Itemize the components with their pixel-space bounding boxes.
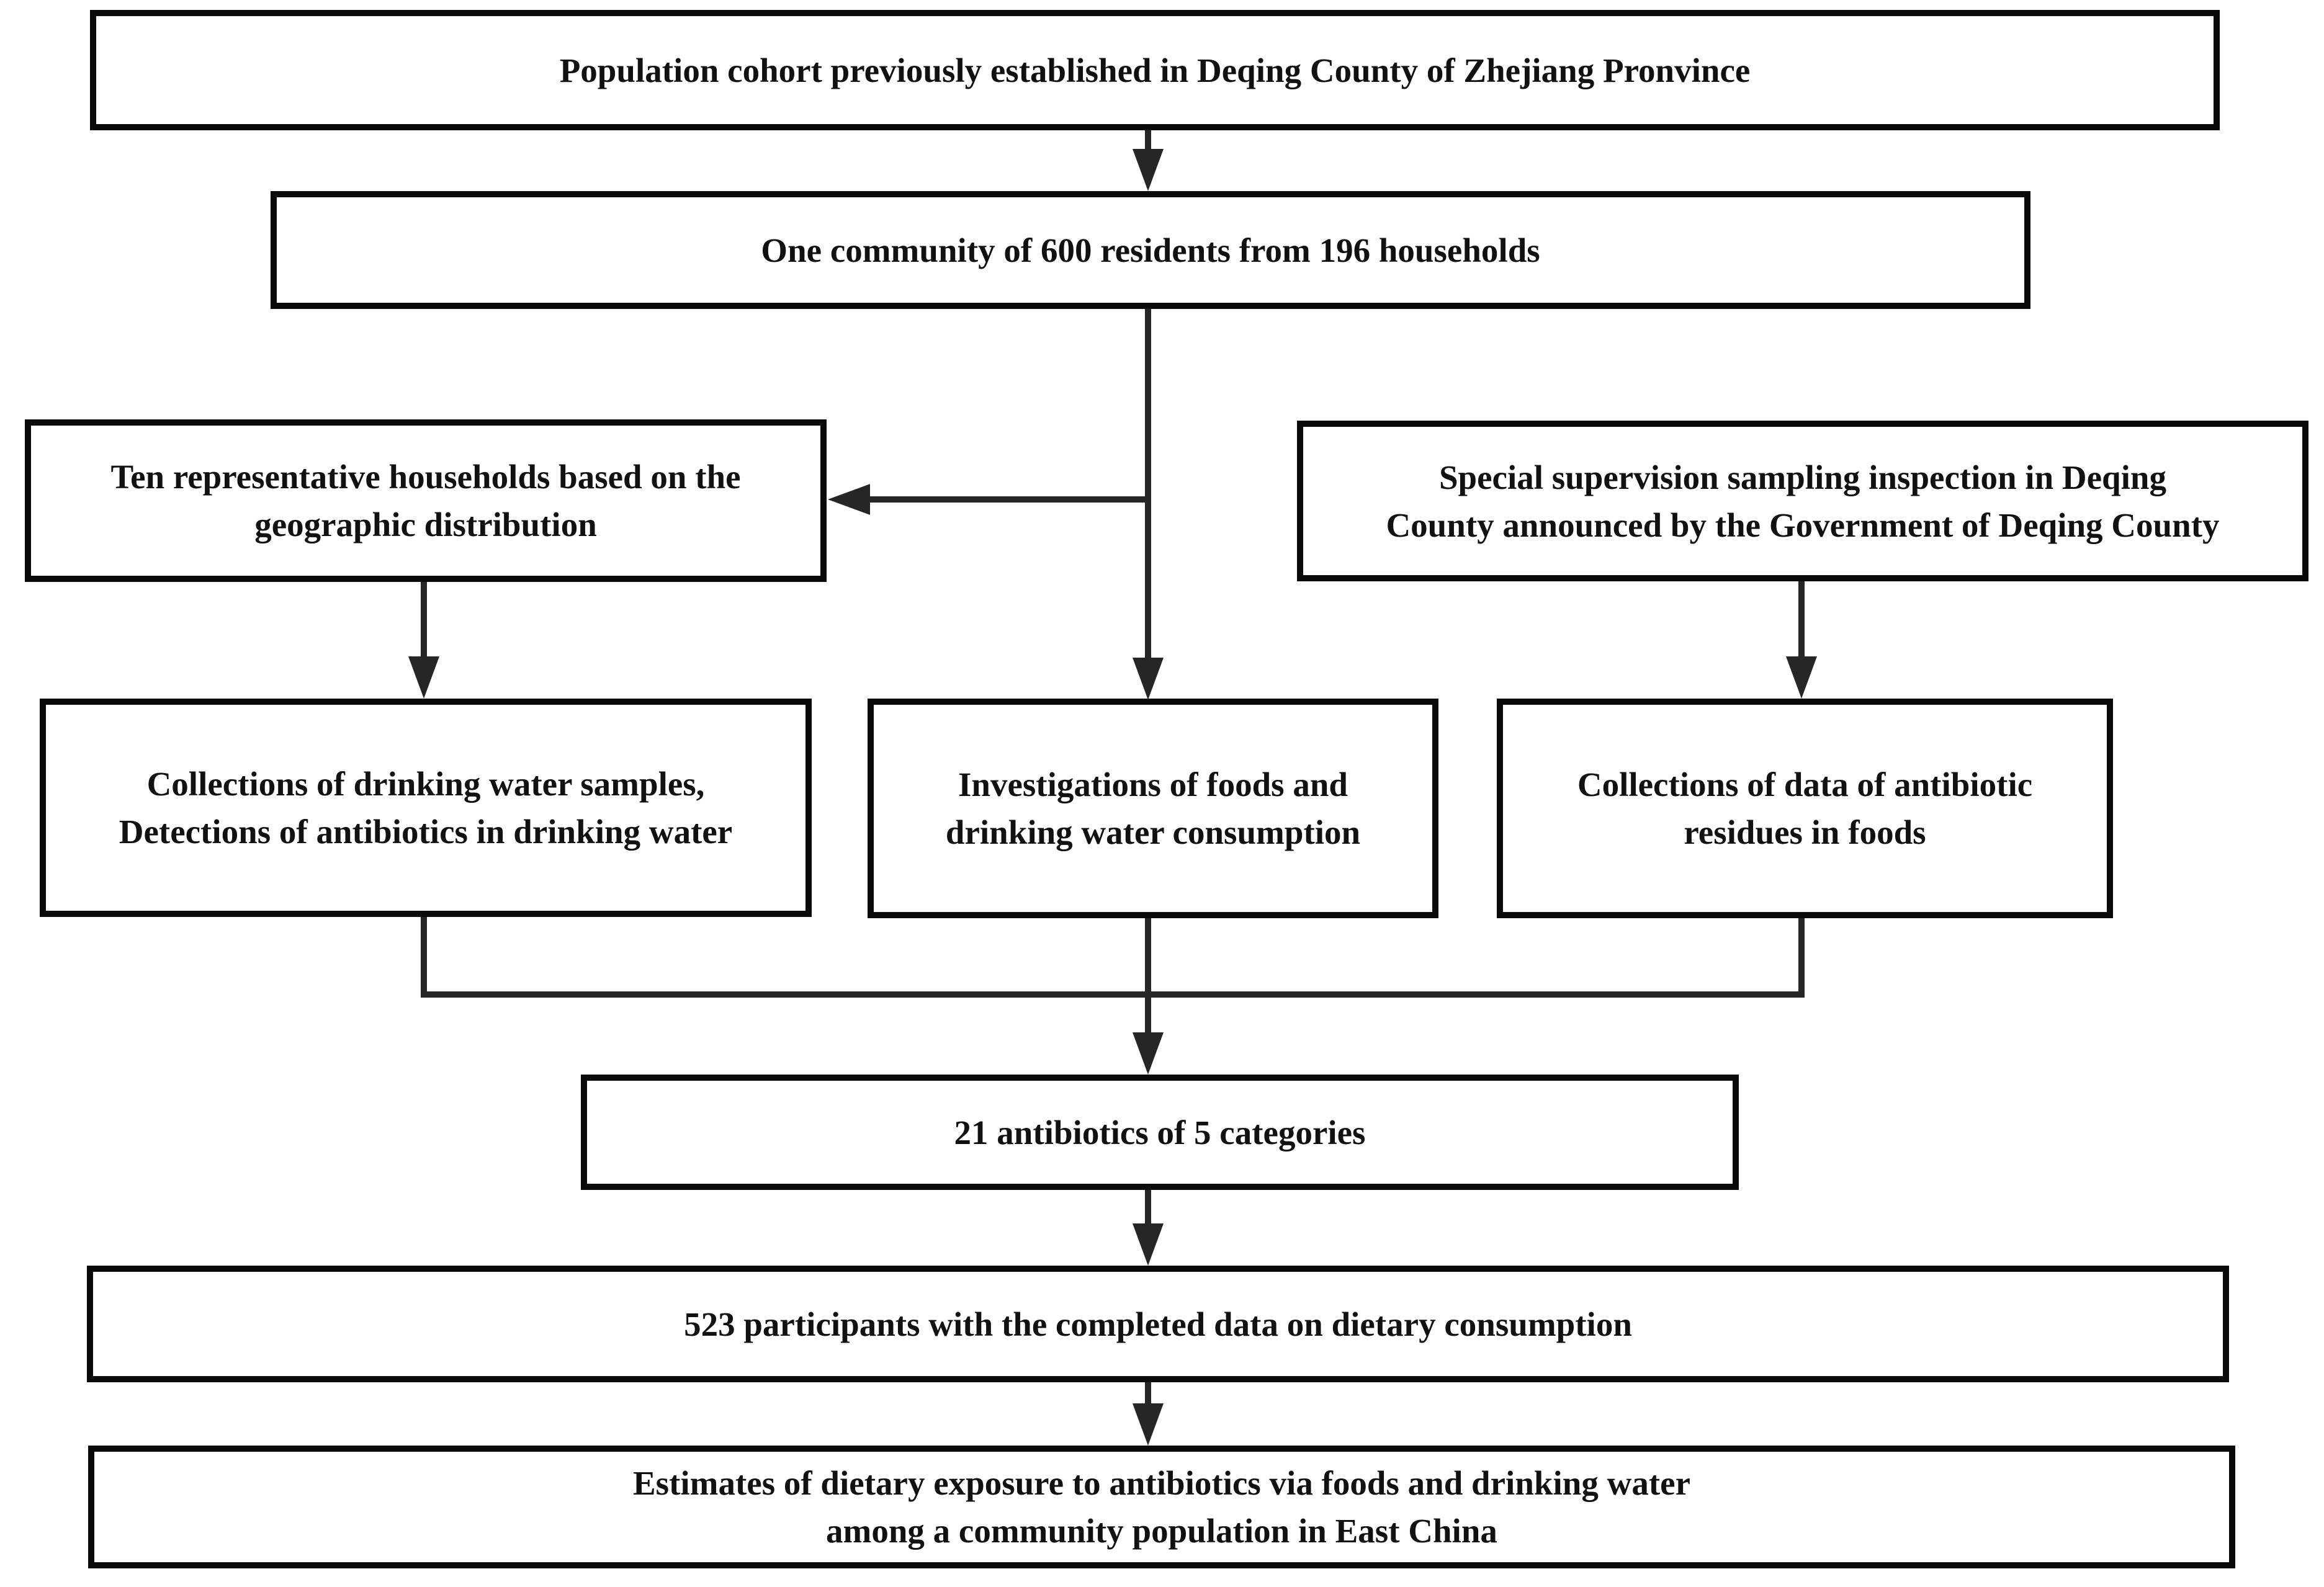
connector-branch-households-line bbox=[865, 496, 1151, 503]
arrow-down-investigations-icon bbox=[1133, 658, 1164, 700]
connector-merge-horizontal-line bbox=[421, 991, 1805, 998]
node-investigations: Investigations of foods and drinking wat… bbox=[868, 699, 1438, 918]
node-supervision-sampling: Special supervision sampling inspection … bbox=[1297, 421, 2308, 581]
arrow-down-antibiotics-icon bbox=[1133, 1032, 1164, 1075]
node-community: One community of 600 residents from 196 … bbox=[271, 191, 2030, 309]
arrow-down-participants-icon bbox=[1133, 1223, 1164, 1266]
arrow-down-estimates-icon bbox=[1133, 1403, 1164, 1446]
arrow-left-households-icon bbox=[828, 484, 870, 515]
arrow-down-residues-icon bbox=[1786, 656, 1817, 699]
connector-population-community-line bbox=[1145, 130, 1151, 155]
connector-antibiotics-participants-line bbox=[1145, 1190, 1151, 1227]
connector-water-merge-stub bbox=[421, 917, 427, 998]
connector-merge-antibiotics-line bbox=[1145, 918, 1151, 1037]
node-representative-households: Ten representative households based on t… bbox=[25, 419, 827, 582]
connector-supervision-residues-line bbox=[1798, 581, 1805, 660]
arrow-down-community-icon bbox=[1133, 149, 1164, 191]
node-participants: 523 participants with the completed data… bbox=[87, 1266, 2229, 1382]
connector-residues-merge-stub bbox=[1798, 918, 1805, 998]
node-antibiotics-categories: 21 antibiotics of 5 categories bbox=[581, 1075, 1739, 1190]
arrow-down-water-icon bbox=[408, 656, 439, 699]
connector-households-water-line bbox=[421, 582, 427, 660]
node-population-cohort: Population cohort previously established… bbox=[90, 10, 2220, 130]
node-antibiotic-residues: Collections of data of antibiotic residu… bbox=[1497, 699, 2113, 918]
node-estimates: Estimates of dietary exposure to antibio… bbox=[88, 1446, 2235, 1568]
node-water-samples: Collections of drinking water samples, D… bbox=[40, 699, 812, 917]
connector-community-investigations-line bbox=[1145, 309, 1151, 660]
connector-participants-estimates-line bbox=[1145, 1382, 1151, 1407]
